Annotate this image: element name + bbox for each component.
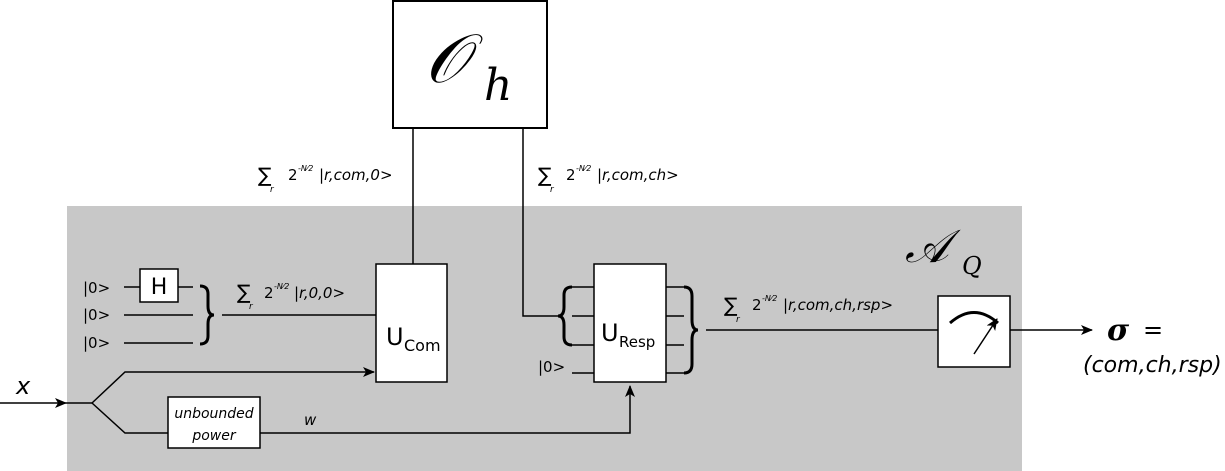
- oracle-box: 𝒪 h: [392, 0, 548, 129]
- w-wire-label: w: [304, 411, 317, 429]
- ket0-input-1: |0>: [83, 279, 110, 297]
- svg-text:∑: ∑: [724, 293, 738, 317]
- x-branch-lower: [91, 402, 168, 434]
- svg-text:|r,com,0>: |r,com,0>: [319, 166, 393, 184]
- output-sigma: σ: [1107, 313, 1130, 348]
- unbounded-power-box: unbounded power: [167, 396, 261, 449]
- brace-uresp-output: [683, 285, 699, 375]
- brace-uresp-input: [557, 285, 573, 347]
- oracle-subscript: h: [484, 60, 512, 111]
- output-tuple: (com,ch,rsp): [1083, 353, 1222, 378]
- state-label-final: ∑ r 2 -N⁄2 |r,com,ch,rsp>: [724, 293, 893, 325]
- state-label-after-h: ∑ r 2 -N⁄2 |r,0,0>: [237, 280, 345, 312]
- unbounded-power-line1: unbounded: [174, 406, 253, 422]
- svg-text:∑: ∑: [538, 163, 552, 187]
- svg-text:|r,com,ch,rsp>: |r,com,ch,rsp>: [783, 296, 893, 314]
- ket0-input-2: |0>: [83, 306, 110, 324]
- svg-text:∑: ∑: [237, 280, 251, 304]
- svg-text:r: r: [550, 185, 555, 195]
- adversary-subscript: Q: [962, 252, 982, 280]
- x-branch-upper: [91, 367, 375, 404]
- svg-text:-N⁄2: -N⁄2: [576, 164, 591, 173]
- uresp-gate: U Resp: [593, 263, 667, 383]
- unbounded-power-line2: power: [191, 428, 237, 444]
- oracle-wire-right: [522, 128, 558, 317]
- measurement-box: [937, 295, 1011, 368]
- svg-text:2: 2: [752, 296, 762, 314]
- svg-text:|r,com,ch>: |r,com,ch>: [597, 166, 679, 184]
- state-label-top-right: ∑ r 2 -N⁄2 |r,com,ch>: [538, 163, 679, 195]
- svg-text:∑: ∑: [258, 163, 272, 187]
- svg-text:r: r: [249, 302, 254, 312]
- w-wire: [260, 385, 635, 434]
- ucom-gate: U Com: [375, 263, 448, 383]
- svg-text:2: 2: [264, 284, 274, 302]
- ket0-input-3: |0>: [83, 334, 110, 352]
- output-equals: =: [1143, 316, 1163, 344]
- measurement-needle: [973, 318, 998, 355]
- brace-inputs: [199, 284, 215, 346]
- svg-text:r: r: [736, 315, 741, 325]
- x-input-label: x: [15, 372, 31, 400]
- svg-text:-N⁄2: -N⁄2: [298, 164, 313, 173]
- svg-text:-N⁄2: -N⁄2: [762, 294, 777, 303]
- ket0-resp-input: |0>: [538, 358, 565, 376]
- uresp-subscript: Resp: [619, 333, 655, 351]
- uresp-label: U: [601, 319, 619, 347]
- svg-text:r: r: [270, 185, 275, 195]
- svg-text:-N⁄2: -N⁄2: [274, 282, 289, 291]
- ucom-label: U: [386, 323, 404, 351]
- ucom-subscript: Com: [404, 336, 441, 355]
- hadamard-label: H: [151, 275, 168, 300]
- hadamard-gate: H: [139, 268, 179, 303]
- svg-text:|r,0,0>: |r,0,0>: [294, 284, 345, 302]
- svg-text:2: 2: [288, 166, 298, 184]
- state-label-top-left: ∑ r 2 -N⁄2 |r,com,0>: [258, 163, 393, 195]
- svg-text:2: 2: [566, 166, 576, 184]
